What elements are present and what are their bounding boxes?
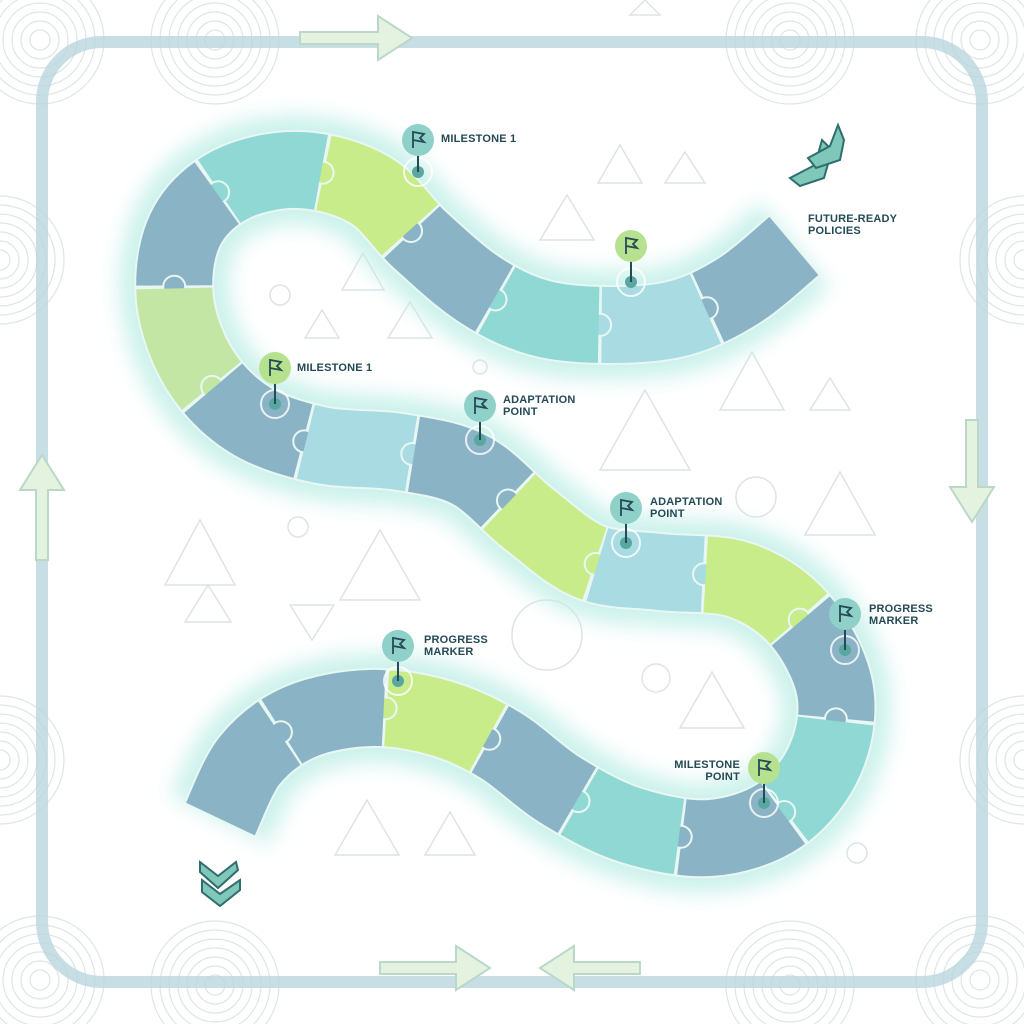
ring — [0, 695, 65, 825]
ring — [951, 11, 1009, 69]
background-shapes — [163, 0, 877, 864]
marker-label: ADAPTATION POINT — [503, 394, 576, 418]
ring — [2, 2, 78, 78]
ring — [0, 704, 56, 816]
ring — [969, 969, 991, 991]
ring — [0, 231, 29, 289]
ring — [29, 969, 51, 991]
puzzle-piece — [136, 131, 875, 877]
flag-icon — [392, 636, 407, 654]
flag-pin[interactable] — [402, 124, 434, 187]
ring — [20, 960, 60, 1000]
flag-icon — [474, 396, 489, 414]
flag-pin[interactable] — [259, 352, 291, 419]
ring — [0, 240, 20, 280]
ring — [20, 20, 60, 60]
ring — [968, 704, 1024, 816]
marker-label: MILESTONE 1 — [441, 133, 517, 145]
ring — [960, 20, 1000, 60]
ring — [995, 731, 1024, 789]
ring — [942, 942, 1018, 1018]
flag-icon — [269, 358, 284, 376]
ring — [0, 740, 20, 780]
flag-pin[interactable] — [610, 492, 642, 558]
ring — [0, 204, 56, 316]
flag-pin[interactable] — [464, 390, 496, 455]
ring — [1004, 740, 1024, 780]
ring — [0, 195, 65, 325]
ring — [1013, 749, 1024, 771]
ring — [0, 731, 29, 789]
ring — [1004, 240, 1024, 280]
marker-label: MILESTONE 1 — [297, 362, 373, 374]
flag-pin[interactable] — [382, 630, 414, 696]
ring — [11, 951, 69, 1009]
puzzle-piece — [136, 131, 875, 877]
ring — [995, 231, 1024, 289]
flag-pin[interactable] — [748, 752, 780, 818]
double-chevron-down-icon — [199, 859, 241, 908]
flag-pin[interactable] — [829, 598, 861, 665]
marker-label: MILESTONE POINT — [674, 759, 740, 783]
ring — [1013, 249, 1024, 271]
flag-icon — [758, 758, 773, 776]
marker-label: FUTURE-READY POLICIES — [808, 213, 898, 237]
marker-label: ADAPTATION POINT — [650, 496, 723, 520]
ring — [959, 195, 1024, 325]
ring — [969, 29, 991, 51]
ring — [960, 960, 1000, 1000]
ring — [0, 249, 11, 271]
ring — [959, 695, 1024, 825]
flag-icon — [620, 498, 635, 516]
flag-icon — [625, 236, 640, 254]
frame-arrows — [18, 14, 996, 992]
ring — [11, 11, 69, 69]
marker-label: PROGRESS MARKER — [424, 634, 488, 658]
ring — [968, 204, 1024, 316]
puzzle-path — [134, 129, 877, 879]
marker-label: PROGRESS MARKER — [869, 603, 933, 627]
ring — [2, 942, 78, 1018]
ring — [0, 749, 11, 771]
double-chevron-up-right-icon — [788, 122, 846, 188]
ring — [29, 29, 51, 51]
ring — [0, 0, 105, 105]
flag-pin[interactable] — [615, 230, 647, 297]
flag-icon — [412, 130, 427, 148]
ring — [942, 2, 1018, 78]
flag-icon — [839, 604, 854, 622]
